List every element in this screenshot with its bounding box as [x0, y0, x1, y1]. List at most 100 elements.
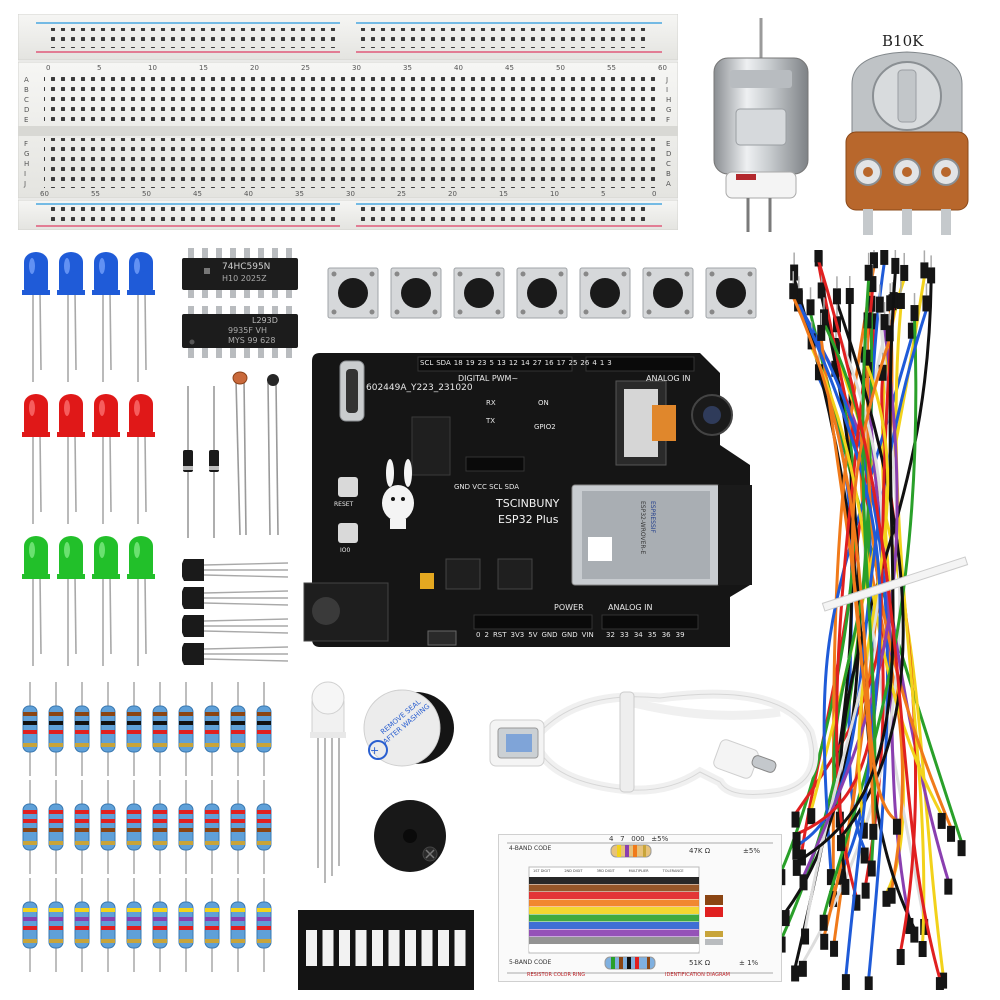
board-pin-label: 1	[599, 359, 605, 367]
resistor	[22, 682, 38, 776]
breadboard-row-letter: D	[666, 150, 671, 158]
chip-l293d: L293D 9935F VH MYS 99 628	[182, 306, 298, 358]
bar-graph-segment	[339, 930, 350, 966]
chip-74hc595: 74HC595N H10 2025Z	[182, 248, 298, 298]
module-model: ESP32-WROVER-E	[639, 501, 646, 555]
resistor	[126, 878, 142, 972]
resistor	[152, 682, 168, 776]
card-4band-digits: 4 7 000 ±5%	[609, 835, 669, 843]
esp32-board: 602449A_Y223_231020 DIGITAL PWM~ ANALOG …	[300, 345, 760, 655]
board-pin-label: 36	[661, 631, 671, 639]
breadboard-row-letter: I	[24, 170, 26, 178]
breadboard-col-number: 40	[454, 64, 463, 72]
board-pin-label: 33	[619, 631, 629, 639]
board-pin-label: GND	[561, 631, 578, 639]
led-group	[18, 250, 168, 670]
led-bar-graph	[298, 910, 474, 990]
breadboard-row-letter: A	[666, 180, 671, 188]
board-power-label: POWER	[554, 603, 584, 612]
chip-74hc595-line1: 74HC595N	[222, 262, 271, 272]
breadboard-col-number: 25	[397, 190, 406, 198]
breadboard-col-number: 30	[352, 64, 361, 72]
bar-graph-segment	[405, 930, 416, 966]
led	[57, 252, 85, 382]
board-pin-label: 12	[508, 359, 518, 367]
transistor	[181, 587, 289, 609]
bar-graph-segment	[372, 930, 383, 966]
resistor	[204, 780, 220, 874]
jumper-wire	[799, 302, 899, 891]
breadboard-row-letter: I	[666, 86, 668, 94]
board-io0-label: IO0	[340, 547, 351, 554]
card-5band-tolerance: ± 1%	[739, 959, 759, 967]
jumper-wire	[789, 271, 901, 835]
card-color-row	[529, 892, 699, 899]
transistor	[181, 559, 289, 581]
breadboard-col-number: 0	[652, 190, 656, 198]
card-color-row	[529, 929, 699, 937]
breadboard-row-letter: B	[24, 86, 29, 94]
breadboard-col-number: 50	[142, 190, 151, 198]
card-color-row	[529, 914, 699, 922]
bar-graph-segment	[355, 930, 367, 966]
led	[92, 252, 120, 382]
resistor	[178, 682, 194, 776]
breadboard-col-number: 10	[148, 64, 157, 72]
bar-graph-segment	[322, 930, 334, 966]
breadboard-col-number: 0	[46, 64, 50, 72]
board-pin-label: 34	[633, 631, 643, 639]
resistor	[256, 780, 272, 874]
resistor	[204, 682, 220, 776]
breadboard-col-number: 15	[199, 64, 208, 72]
card-color-row	[529, 937, 699, 944]
card-color-row	[529, 877, 699, 884]
led	[57, 536, 85, 666]
cable-tie	[821, 556, 969, 612]
push-button	[390, 267, 442, 319]
breadboard-col-number: 5	[601, 190, 605, 198]
push-button	[453, 267, 505, 319]
breadboard-row-letter: A	[24, 76, 29, 84]
resistor	[100, 682, 116, 776]
usb-cable	[480, 672, 820, 812]
board-serial: 602449A_Y223_231020	[366, 383, 473, 393]
transistor-group	[181, 555, 290, 665]
card-column-header: 1ST DIGIT	[533, 869, 551, 873]
board-pin-label: 16	[544, 359, 554, 367]
led	[22, 536, 50, 666]
breadboard-col-number: 45	[505, 64, 514, 72]
bar-graph-segment	[438, 930, 449, 966]
breadboard-row-letter: H	[666, 96, 671, 104]
resistor	[126, 682, 142, 776]
breadboard-row-letter: C	[666, 160, 671, 168]
led	[92, 394, 120, 524]
resistor-group	[18, 682, 284, 986]
jumper-wire	[851, 313, 894, 840]
board-pin-label: 14	[520, 359, 530, 367]
dc-motor	[706, 14, 816, 234]
board-pin-label: VIN	[581, 631, 594, 639]
board-pin-label: 26	[580, 359, 590, 367]
bar-graph-segment	[454, 930, 466, 966]
board-pin-label: SCL	[420, 359, 434, 367]
breadboard-col-number: 35	[403, 64, 412, 72]
board-pin-label: SDA	[436, 359, 451, 367]
breadboard-row-letter: G	[24, 150, 29, 158]
led	[127, 394, 155, 524]
push-button	[327, 267, 379, 319]
board-pin-label: 17	[556, 359, 566, 367]
resistor	[230, 780, 246, 874]
chip-l293d-line3: MYS 99 628	[228, 336, 276, 345]
board-pin-label: 3	[607, 359, 612, 367]
breadboard-col-number: 5	[97, 64, 101, 72]
resistor	[22, 878, 38, 972]
potentiometer: B10K	[832, 24, 982, 236]
board-pin-label: 13	[496, 359, 506, 367]
card-column-header: 2ND DIGIT	[564, 869, 583, 873]
resistor	[178, 878, 194, 972]
push-button	[705, 267, 757, 319]
breadboard-col-number: 35	[295, 190, 304, 198]
breadboard-row-letter: G	[666, 106, 671, 114]
resistor	[204, 878, 220, 972]
board-pin-label: 0	[476, 631, 481, 639]
